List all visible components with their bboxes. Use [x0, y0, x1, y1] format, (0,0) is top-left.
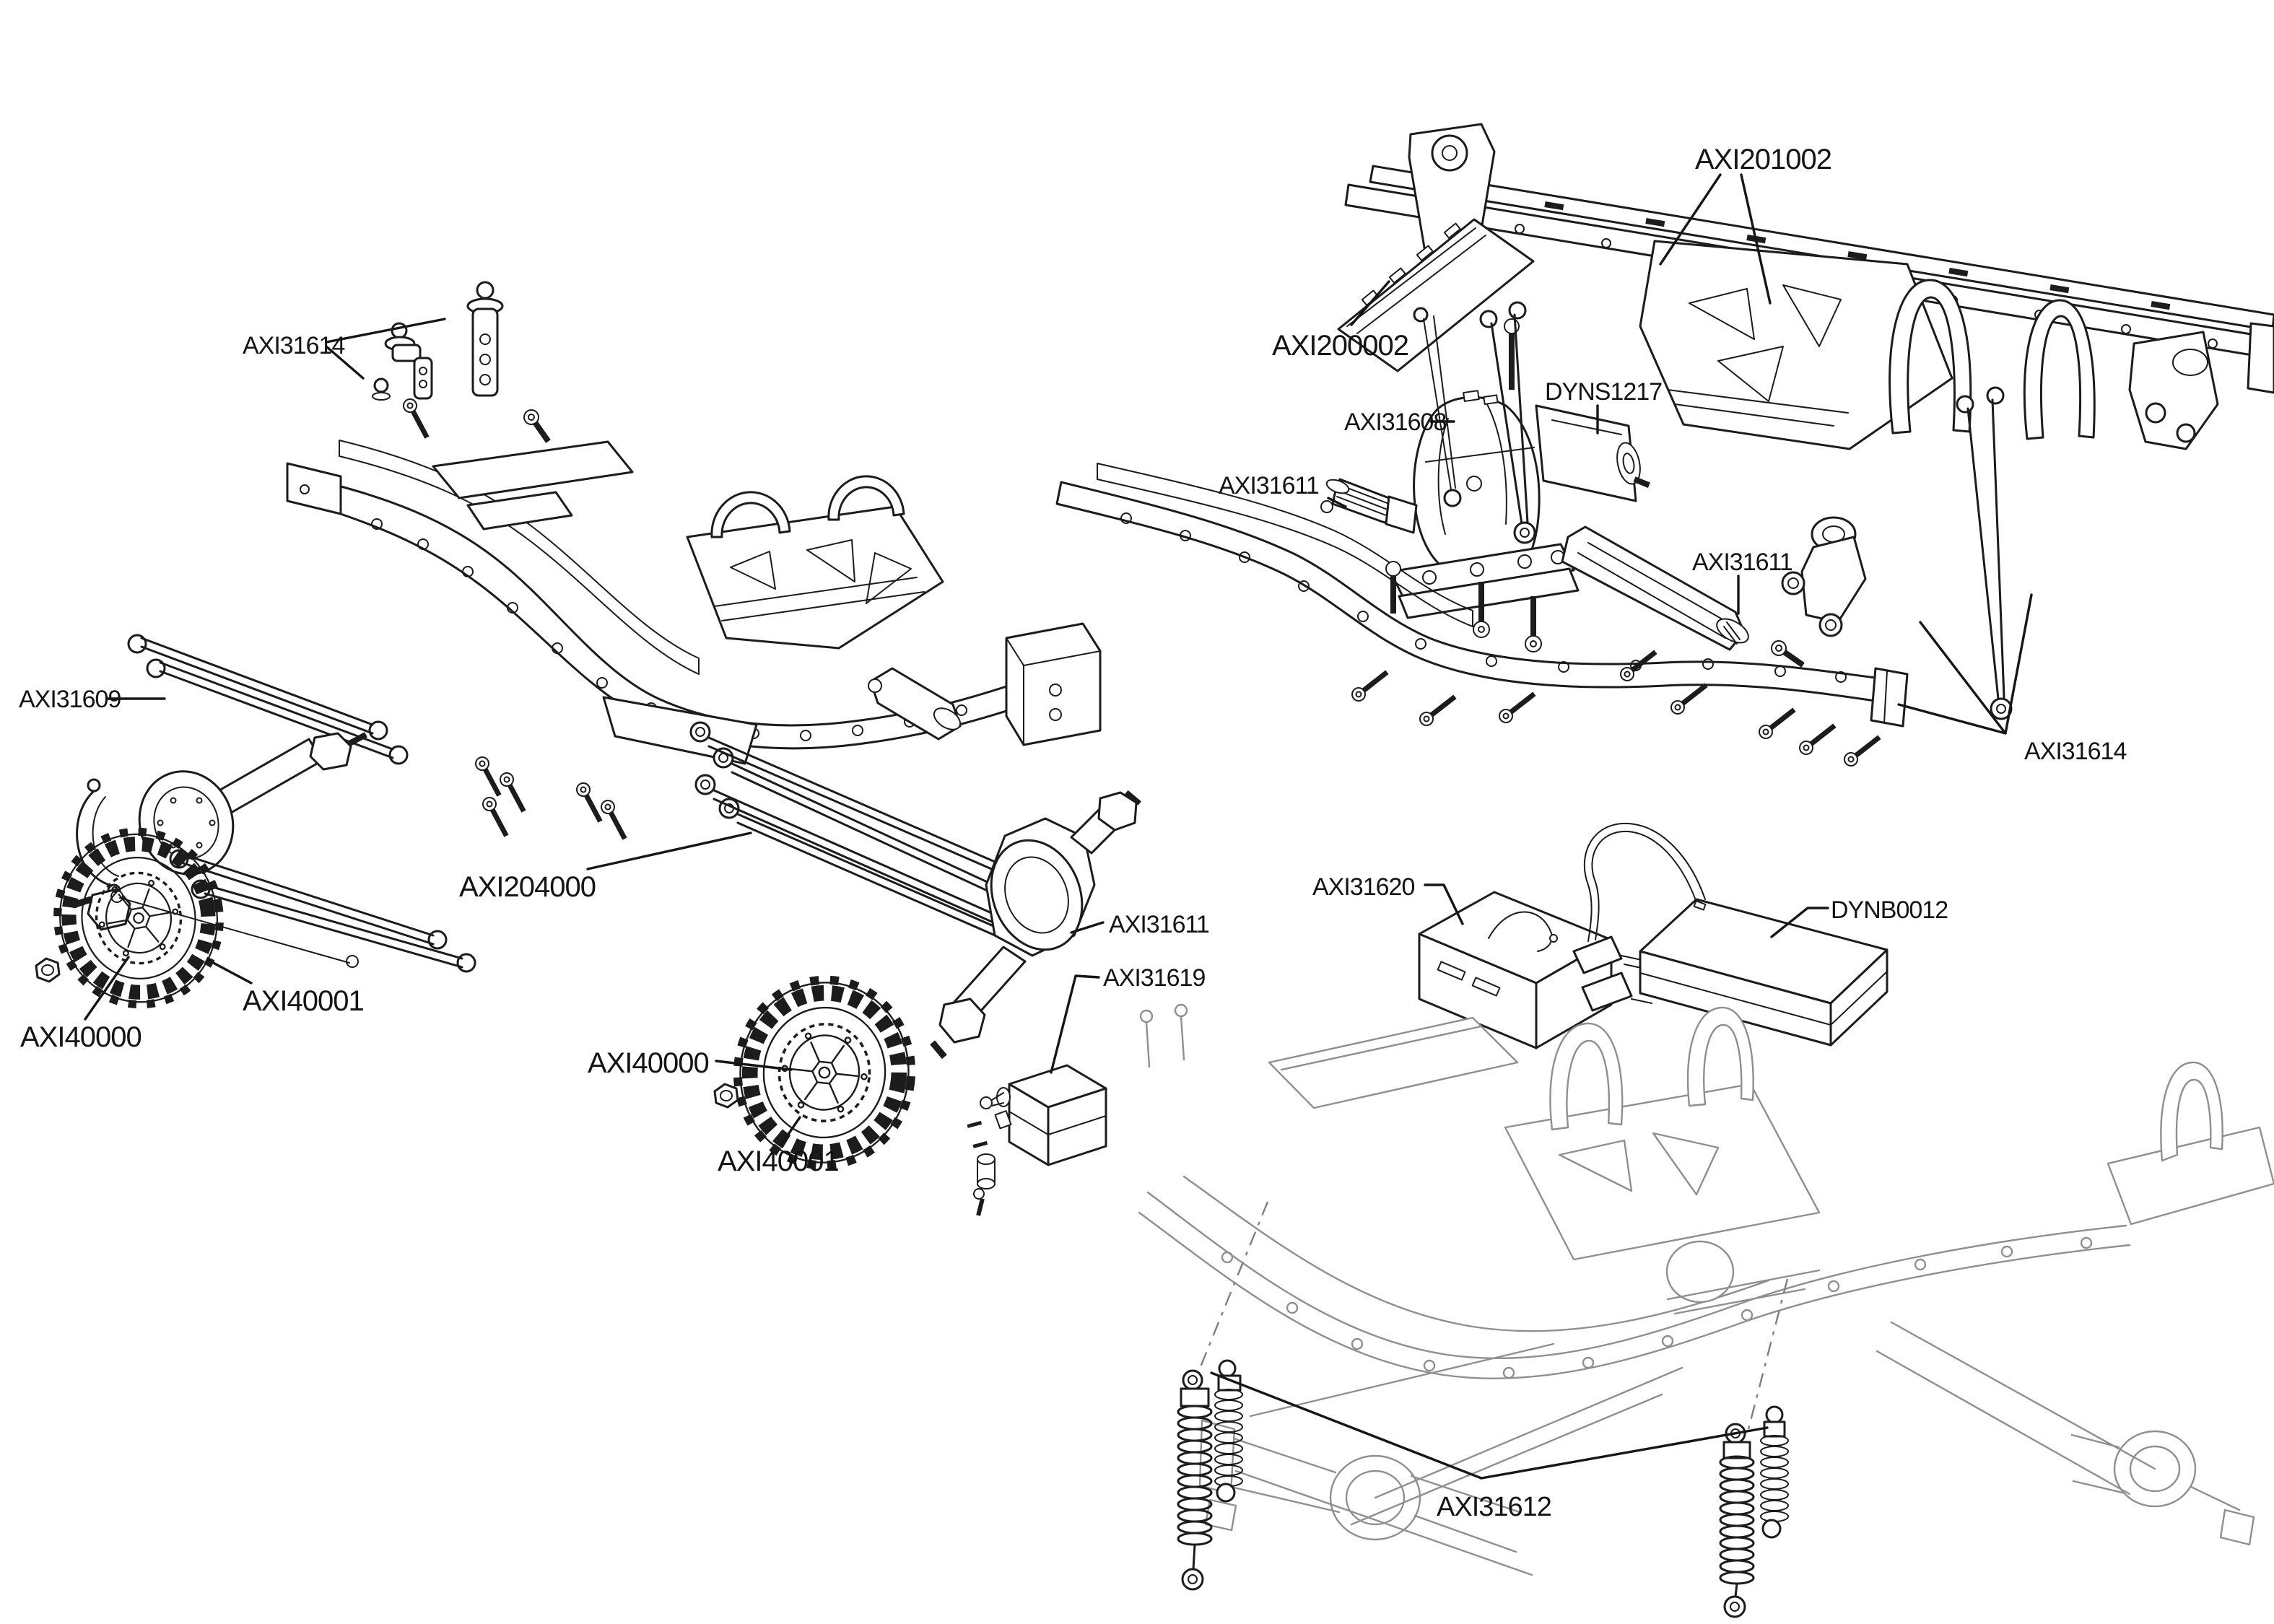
- leader-lines: [84, 173, 2033, 1480]
- shock-absorbers-drawing: [1177, 1359, 1789, 1618]
- labels-layer: AXI31614AXI201002AXI200002DYNS1217AXI316…: [19, 144, 2127, 1522]
- part-label-axi31620: AXI31620: [1312, 873, 1414, 901]
- screw: [520, 406, 555, 447]
- part-label-axi31611-slider: AXI31611: [1219, 472, 1319, 499]
- part-label-dyns1217: DYNS1217: [1545, 378, 1662, 406]
- part-label-axi200002: AXI200002: [1272, 330, 1408, 362]
- servo-drawing: [967, 1064, 1107, 1216]
- body-panel-drawing: [1337, 218, 1535, 372]
- battery-drawing: [1572, 822, 1889, 1047]
- part-label-axi31614-body-posts: AXI31614: [243, 332, 344, 359]
- suspension-links: [1413, 301, 2013, 720]
- body-posts-drawing: [372, 281, 555, 447]
- wheel-front-nut: [35, 957, 61, 983]
- part-label-axi40000-mid-wheel: AXI40000: [588, 1047, 709, 1079]
- transmission-drawing: [1320, 318, 1650, 652]
- part-label-axi31608: AXI31608: [1344, 409, 1446, 436]
- part-label-axi31612: AXI31612: [1437, 1492, 1551, 1522]
- driveshaft-tube-drawing: [1561, 525, 1749, 651]
- part-label-axi40000-front-wheel: AXI40000: [20, 1021, 141, 1053]
- part-label-axi31614-mounts: AXI31614: [2024, 738, 2126, 765]
- part-label-dynb0012: DYNB0012: [1831, 896, 1948, 924]
- part-label-axi31619: AXI31619: [1103, 964, 1205, 992]
- part-label-axi40001-mid-tire: AXI40001: [718, 1145, 839, 1177]
- mid-axle-link-drawing: [689, 667, 1141, 1060]
- assembled-chassis-drawing: [1138, 1003, 2274, 1576]
- part-label-axi201002: AXI201002: [1695, 144, 1831, 175]
- part-label-axi204000: AXI204000: [459, 871, 596, 903]
- wheel-mid-drawing: [728, 972, 920, 1174]
- wheel-mid-nut: [713, 1083, 739, 1109]
- part-label-axi31611-driveshaft: AXI31611: [1692, 549, 1792, 576]
- front-chassis-drawing: [286, 396, 1102, 843]
- right-rails-drawing: [1055, 463, 1909, 769]
- axle-bracket-drawing: [1768, 516, 1867, 672]
- part-label-axi31609: AXI31609: [19, 686, 121, 713]
- slider-driveshaft-drawing: [1320, 478, 1418, 534]
- part-label-axi31611-front-axle: AXI31611: [1109, 911, 1209, 938]
- rear-cage-drawing: [1337, 123, 2274, 720]
- part-label-axi40001-front-tire: AXI40001: [243, 985, 364, 1017]
